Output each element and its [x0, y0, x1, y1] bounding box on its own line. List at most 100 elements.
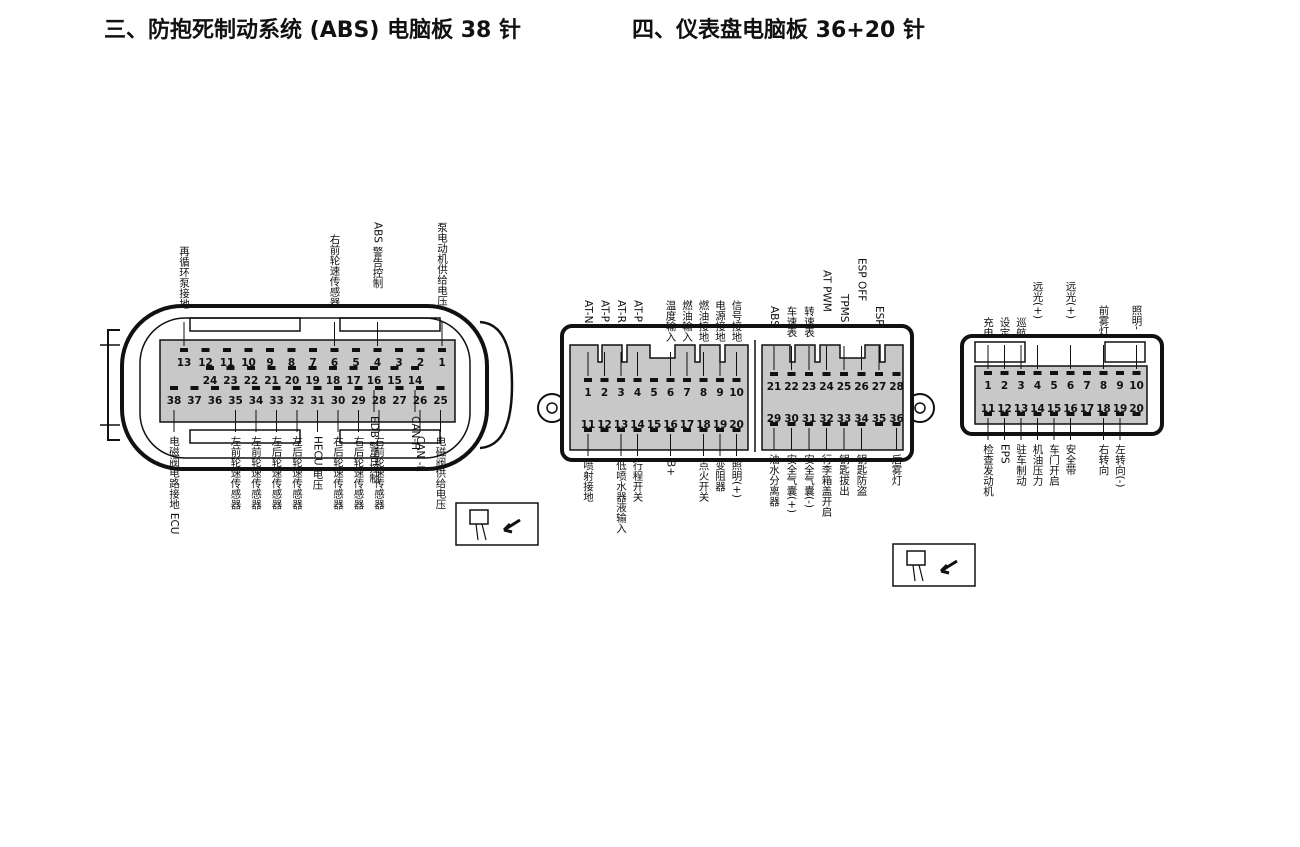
pin-abs-21: 21: [264, 366, 279, 387]
cluster-title: 四、仪表盘电脑板 36+20 针: [632, 18, 925, 43]
pin-cl-21: 21: [767, 372, 782, 393]
pin-number: 18: [1096, 403, 1111, 415]
pin-number: 18: [696, 419, 711, 431]
pin-label-text: 右前轮速传感器: [329, 233, 341, 308]
pin-cl-26: 26: [854, 372, 869, 393]
pin-label-text: 照明-: [1131, 305, 1143, 330]
pin-c20-9: 9: [1116, 371, 1124, 392]
pin-c20-13: 13: [1014, 403, 1028, 416]
pin-abs-5: 5: [352, 348, 360, 369]
pin-label-cl-6: 温度输入: [665, 300, 677, 376]
pin-number: 33: [269, 395, 284, 407]
pin-label-text: 安全气囊(+): [786, 453, 798, 513]
abs-connector-body: [100, 304, 514, 471]
pin-number: 37: [187, 395, 202, 407]
pin-number: 36: [208, 395, 223, 407]
pin-cl-4: 4: [633, 378, 642, 399]
pin-label-abs-31: HECU 电压: [312, 410, 324, 491]
pin-label-text: 车速表: [786, 305, 798, 338]
pin-label-text: 行程开关: [632, 459, 644, 503]
pin-number: 33: [837, 413, 852, 425]
pin-abs-27: 27: [392, 386, 407, 407]
pin-label-text: 燃油输入: [681, 299, 693, 342]
pin-cl-20: 20: [729, 419, 744, 432]
pin-number: 35: [228, 395, 243, 407]
pin-cl-34: 34: [854, 413, 869, 426]
pin-number: 34: [854, 413, 869, 425]
pin-number: 18: [326, 375, 341, 387]
plug-icon: [892, 543, 976, 587]
pin-label-abs-33: 左后轮速传感器: [271, 410, 283, 510]
pin-cl-31: 31: [802, 413, 816, 426]
pin-abs-14: 14: [408, 366, 422, 387]
pin-label-cl-8: 燃油接地: [698, 299, 710, 376]
pin-number: 17: [1080, 403, 1095, 415]
pin-number: 4: [1034, 380, 1041, 392]
pin-cl-2: 2: [600, 378, 609, 399]
pin-number: 29: [767, 413, 782, 425]
pin-label-c20-4: 远光(+): [1032, 281, 1044, 369]
pin-label-cl-4: AT-P: [632, 300, 644, 376]
pin-abs-29: 29: [351, 386, 366, 407]
pin-c20-7: 7: [1083, 371, 1091, 392]
pin-label-cl-18: 点火开关: [698, 434, 710, 503]
pin-label-c20-2: 设定: [999, 317, 1011, 369]
pin-label-c20-11: 检查发动机: [982, 418, 994, 497]
pin-number: 6: [1067, 380, 1074, 392]
pin-label-text: CAN-H: [409, 416, 421, 450]
pin-label-text: 巡航: [1015, 317, 1027, 339]
pin-label-text: ESP: [873, 306, 885, 326]
pin-label-text: 右转向: [1098, 443, 1110, 475]
pin-abs-3: 3: [395, 348, 403, 369]
pin-label-abs-35: 左前轮速传感器: [230, 410, 242, 510]
pin-cl-11: 11: [581, 419, 595, 432]
pin-abs-19: 19: [305, 366, 320, 387]
pin-label-text: 信号接地: [731, 300, 743, 342]
pin-cl-10: 10: [729, 378, 744, 399]
pin-label-text: 右后轮速传感器: [353, 435, 365, 510]
pin-label-cl-25: TPMS: [838, 293, 850, 370]
pin-number: 21: [264, 375, 279, 387]
pin-label-c20-13: 驻车制动: [1015, 418, 1027, 487]
pin-number: 14: [630, 419, 645, 431]
pin-label-c20-8: 前雾灯: [1098, 304, 1110, 369]
pin-cl-30: 30: [784, 413, 799, 426]
pin-number: 12: [997, 403, 1012, 415]
pin-label-cl-14: 行程开关: [632, 434, 644, 503]
pin-number: 3: [1017, 380, 1024, 392]
pin-number: 7: [1083, 380, 1090, 392]
pin-number: 1: [438, 357, 445, 369]
pin-number: 12: [597, 419, 612, 431]
pin-label-c20-6: 远光(+): [1065, 281, 1077, 369]
pin-label-text: 电磁阀供给电压: [435, 435, 447, 510]
pin-c20-19: 19: [1113, 403, 1127, 416]
pin-label-text: B+: [665, 460, 677, 476]
pin-cl-1: 1: [584, 378, 592, 399]
pin-label-text: AT PWM: [821, 270, 833, 312]
pin-number: 27: [872, 381, 887, 393]
pin-abs-8: 8: [287, 348, 296, 369]
pin-label-text: 驻车制动: [1015, 443, 1027, 487]
pin-number: 6: [331, 357, 338, 369]
pin-label-abs-4: ABS 警告控制: [372, 222, 384, 346]
pin-number: 24: [819, 381, 834, 393]
pin-label-abs-29: 右后轮速传感器: [353, 410, 365, 510]
pin-label-text: AT-P: [632, 300, 644, 322]
pin-label-cl-16: B+: [665, 434, 677, 476]
pin-number: 21: [767, 381, 782, 393]
pin-cl-28: 28: [889, 372, 904, 393]
pin-label-abs-28: 右前轮速传感器: [373, 410, 385, 510]
pin-label-cl-33: 钥匙拔出: [838, 428, 850, 496]
pin-number: 30: [331, 395, 346, 407]
pin-c20-14: 14: [1030, 403, 1045, 416]
pin-label-text: HECU 电压: [312, 436, 324, 491]
pin-number: 38: [167, 395, 182, 407]
pin-label-text: AT-R: [615, 300, 627, 323]
pin-label-text: 变阻器: [714, 459, 726, 492]
pin-number: 20: [729, 419, 744, 431]
pin-number: 13: [614, 419, 629, 431]
pin-number: 19: [305, 375, 320, 387]
pin-label-text: 燃油接地: [698, 299, 710, 342]
pin-label-text: 后雾灯: [891, 454, 903, 486]
pin-label-cl-11: 喷射接地: [582, 434, 594, 502]
